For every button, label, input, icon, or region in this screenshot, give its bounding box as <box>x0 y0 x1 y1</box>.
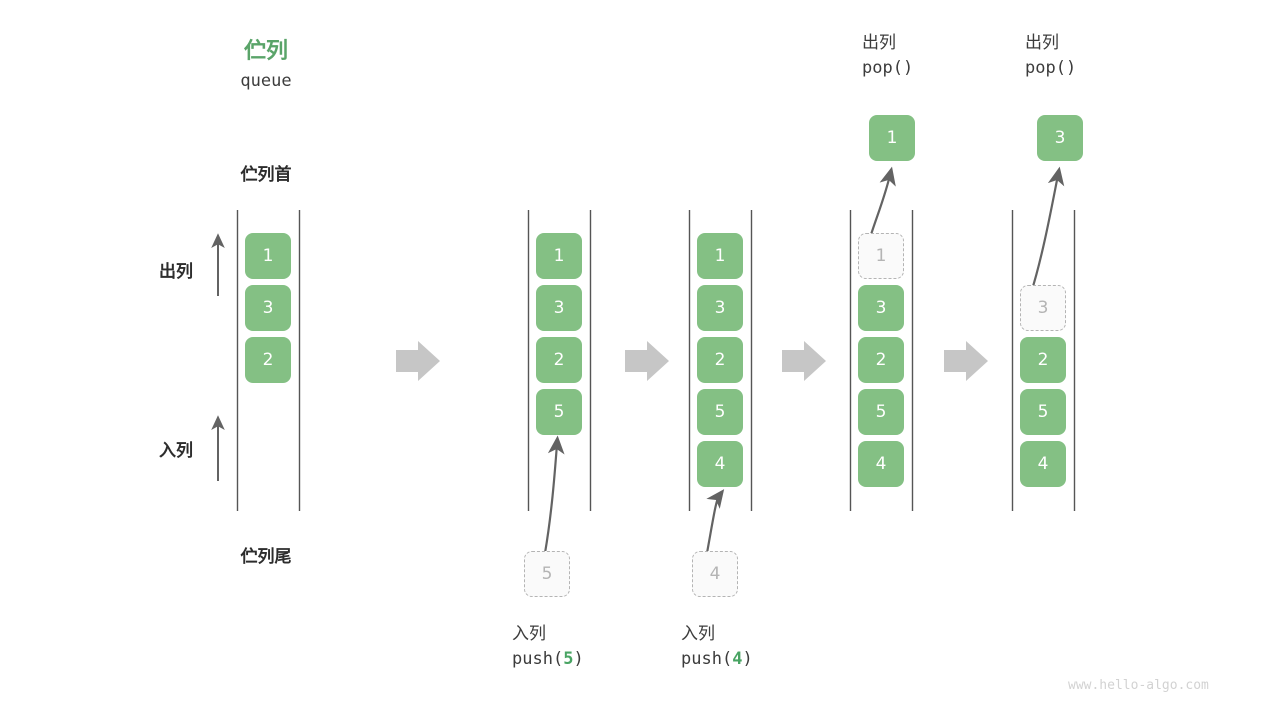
push-5-caption: 入列 push(5) <box>512 622 584 671</box>
pop-1-connector-arrow <box>867 166 896 242</box>
push-5-caption-zh: 入列 <box>512 624 546 644</box>
enqueue-direction-label: 入列 <box>159 441 193 461</box>
push-5-caption-code: push(5) <box>512 647 584 672</box>
queue-head-label: 伫列首 <box>240 165 292 185</box>
push-4-caption-code: push(4) <box>681 647 753 672</box>
incoming-element-4[interactable]: 4 <box>692 551 738 597</box>
queue-rails-stage-1 <box>236 210 301 511</box>
push-4-code-suffix: ) <box>742 648 753 669</box>
queue-element[interactable]: 3 <box>858 285 904 331</box>
queue-element[interactable]: 1 <box>536 233 582 279</box>
push-5-connector-arrow <box>543 435 565 554</box>
queue-ghost-slot[interactable]: 1 <box>858 233 904 279</box>
push-4-connector-arrow <box>705 489 725 554</box>
page-subtitle: queue <box>240 71 292 91</box>
popped-element-3[interactable]: 3 <box>1037 115 1083 161</box>
push-5-code-value: 5 <box>563 648 574 669</box>
queue-element[interactable]: 3 <box>697 285 743 331</box>
queue-rails-stage-4 <box>849 210 914 511</box>
pop-3-caption: 出列 pop() <box>1025 31 1076 80</box>
dequeue-direction-label: 出列 <box>159 262 193 282</box>
push-4-code-prefix: push( <box>681 648 733 669</box>
step-arrow-2 <box>625 341 669 381</box>
page-title: 伫列 <box>243 39 288 64</box>
pop-1-caption-code: pop() <box>862 56 913 81</box>
queue-element[interactable]: 5 <box>536 389 582 435</box>
queue-ghost-slot[interactable]: 3 <box>1020 285 1066 331</box>
push-5-code-prefix: push( <box>512 648 564 669</box>
queue-element[interactable]: 2 <box>536 337 582 383</box>
incoming-element-5[interactable]: 5 <box>524 551 570 597</box>
step-arrow-1 <box>396 341 440 381</box>
queue-element[interactable]: 3 <box>536 285 582 331</box>
popped-element-1[interactable]: 1 <box>869 115 915 161</box>
step-arrow-4 <box>944 341 988 381</box>
push-4-caption-zh: 入列 <box>681 624 715 644</box>
queue-element[interactable]: 4 <box>1020 441 1066 487</box>
pop-3-caption-zh: 出列 <box>1025 33 1059 53</box>
queue-element[interactable]: 5 <box>1020 389 1066 435</box>
queue-rails-stage-5 <box>1011 210 1076 511</box>
queue-element[interactable]: 2 <box>245 337 291 383</box>
pop-1-caption: 出列 pop() <box>862 31 913 80</box>
pop-1-caption-zh: 出列 <box>862 33 896 53</box>
queue-element[interactable]: 4 <box>697 441 743 487</box>
queue-element[interactable]: 1 <box>245 233 291 279</box>
queue-element[interactable]: 2 <box>858 337 904 383</box>
pop-3-code-suffix: ) <box>1065 57 1077 78</box>
pop-3-caption-code: pop() <box>1025 56 1076 81</box>
pop-1-code-prefix: pop( <box>862 57 903 78</box>
queue-element[interactable]: 5 <box>858 389 904 435</box>
queue-rails-stage-2 <box>527 210 592 511</box>
pop-1-code-suffix: ) <box>902 57 914 78</box>
push-5-code-suffix: ) <box>573 648 584 669</box>
queue-element[interactable]: 2 <box>1020 337 1066 383</box>
watermark: www.hello-algo.com <box>1068 678 1209 693</box>
push-4-code-value: 4 <box>732 648 743 669</box>
queue-tail-label: 伫列尾 <box>240 547 292 567</box>
push-4-caption: 入列 push(4) <box>681 622 753 671</box>
queue-rails-stage-3 <box>688 210 753 511</box>
queue-element[interactable]: 2 <box>697 337 743 383</box>
queue-element[interactable]: 4 <box>858 441 904 487</box>
pop-3-connector-arrow <box>1029 166 1065 294</box>
queue-element[interactable]: 1 <box>697 233 743 279</box>
queue-element[interactable]: 5 <box>697 389 743 435</box>
pop-3-code-prefix: pop( <box>1025 57 1066 78</box>
step-arrow-3 <box>782 341 826 381</box>
queue-element[interactable]: 3 <box>245 285 291 331</box>
